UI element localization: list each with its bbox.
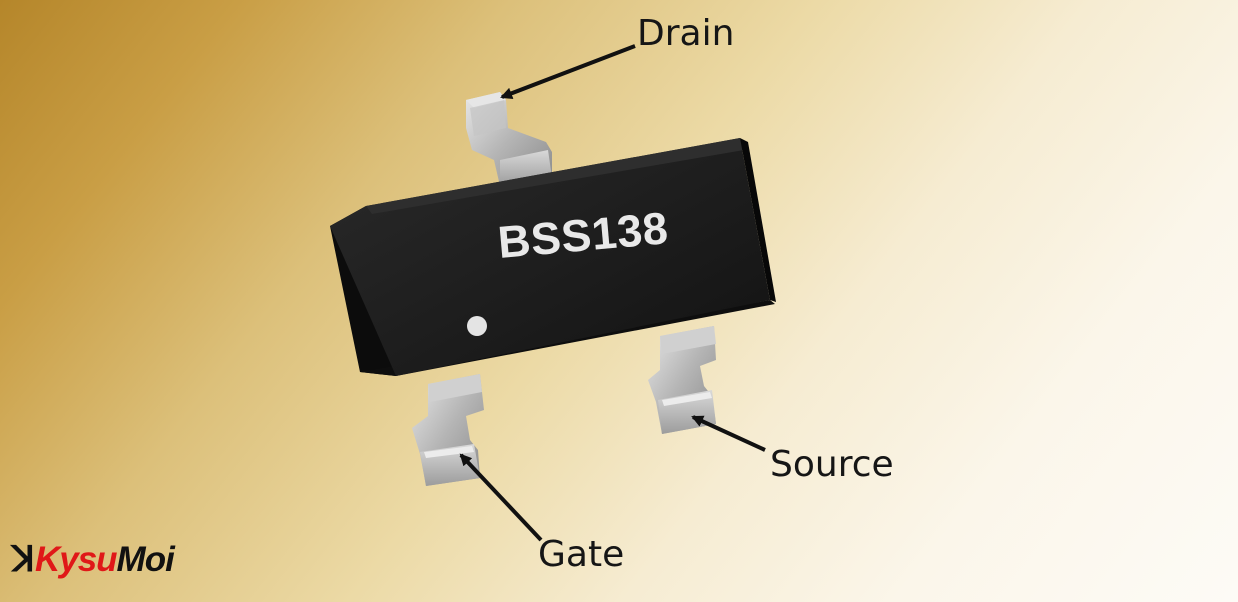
source-label: Source — [770, 444, 894, 485]
source-arrow — [691, 415, 766, 452]
gate-label: Gate — [538, 534, 625, 575]
source-pin — [648, 326, 716, 434]
drain-pin — [466, 92, 552, 186]
pin1-dot — [467, 316, 487, 336]
drain-label: Drain — [637, 13, 735, 54]
gate-arrow — [459, 453, 543, 542]
logo-text-dark: Moi — [116, 540, 175, 579]
logo-text-red: Kysu — [34, 540, 118, 579]
kysumoi-logo: ꓘKysuMoi — [12, 540, 175, 579]
drain-arrow — [500, 44, 636, 100]
logo-mark-icon: ꓘ — [12, 540, 35, 579]
chip-body — [330, 138, 776, 376]
